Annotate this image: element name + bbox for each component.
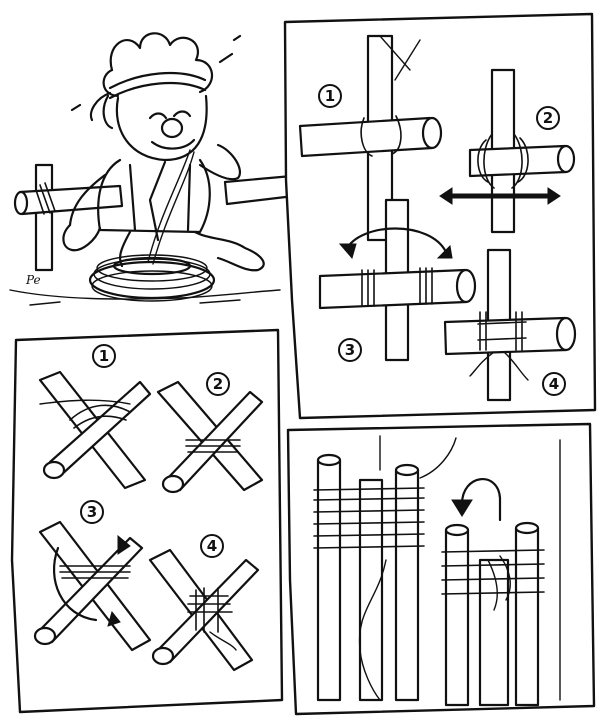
step-number: 3 bbox=[345, 341, 355, 359]
step-number: 4 bbox=[207, 537, 217, 555]
step-2-first-turns bbox=[439, 68, 576, 234]
step-number: 1 bbox=[325, 87, 335, 105]
step-number: 3 bbox=[87, 503, 97, 521]
turn-back-arrow-icon bbox=[460, 478, 502, 522]
step-2-diagonal-turns bbox=[156, 380, 264, 494]
step-3-diagonal-frapping bbox=[33, 520, 152, 652]
step-4-diagonal-finished bbox=[148, 548, 260, 672]
panel-top-right: 1 2 3 4 bbox=[283, 12, 597, 420]
step-1-diagonal-start bbox=[38, 370, 152, 490]
boy-character bbox=[62, 32, 265, 272]
step-4-finished-lashing bbox=[443, 248, 577, 402]
artist-signature: Pe bbox=[25, 273, 41, 287]
two-pole-bundle bbox=[441, 521, 545, 707]
panel-bottom-right bbox=[286, 422, 596, 716]
rotate-arrows-icon bbox=[344, 227, 448, 254]
step-1-post-and-crossbar bbox=[298, 34, 443, 242]
step-number: 2 bbox=[213, 375, 223, 393]
step-number: 2 bbox=[543, 109, 553, 127]
rope-coil bbox=[88, 254, 216, 302]
ground-hatch bbox=[29, 299, 241, 306]
step-number: 1 bbox=[99, 347, 109, 365]
step-3-frapping-turns bbox=[318, 198, 477, 362]
step-number: 4 bbox=[549, 375, 559, 393]
three-pole-bundle bbox=[313, 437, 457, 702]
ground-line bbox=[9, 289, 281, 300]
panel-bottom-left: 1 2 3 4 bbox=[10, 328, 284, 714]
cartoon-scene: Pe bbox=[9, 32, 296, 306]
rotate-arrows-icon bbox=[53, 546, 98, 622]
arrow-left-right-icon bbox=[439, 187, 561, 205]
